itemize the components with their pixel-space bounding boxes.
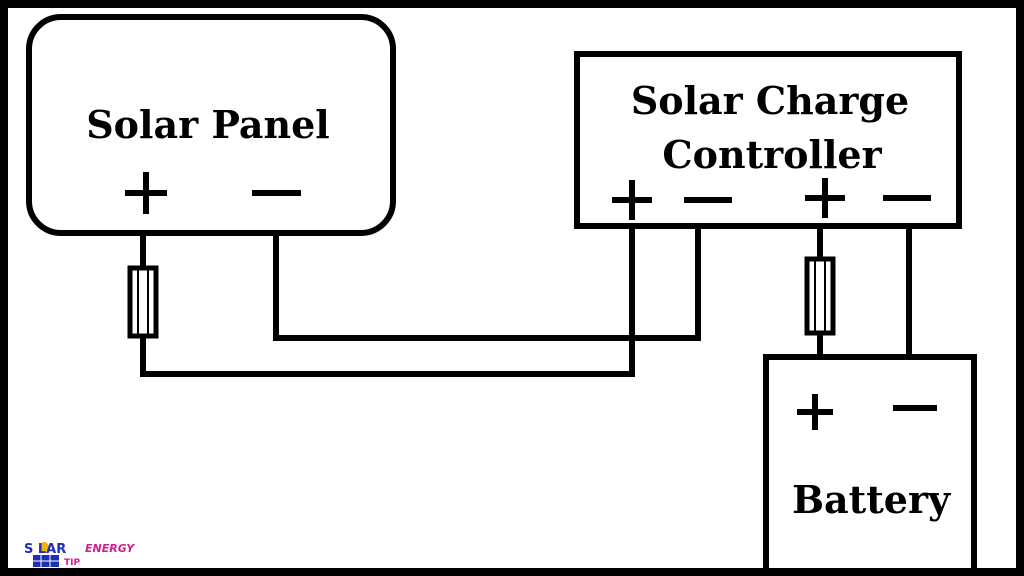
controller-battery-plus-terminal [805,178,845,218]
fuse-panel-line [127,265,159,339]
battery-plus-terminal [797,394,833,430]
sun-icon [39,542,49,552]
solar-panel-outline [26,14,396,236]
fuse-battery-line [804,256,836,336]
solar-panel-plus-terminal [125,172,167,214]
charge-controller-box: Solar Charge Controller [574,51,962,229]
battery-outline [763,354,977,574]
watermark-logo: S LAR ENERGY TIP [24,542,135,568]
wire-panel-negative [273,223,701,341]
battery-title: Battery [792,477,951,522]
charge-controller-outline [574,51,962,229]
watermark-tip: TIP [64,558,80,568]
paper-background [8,8,1016,568]
charge-controller-title-line2: Controller [662,132,882,177]
battery-box: Battery [763,354,977,574]
watermark-energy: ENERGY [85,542,135,555]
solar-panel-box: Solar Panel [26,14,396,236]
solar-panel-icon [33,555,59,567]
solar-panel-title: Solar Panel [86,102,330,147]
watermark-solar: S LAR [24,542,66,557]
controller-panel-plus-terminal [612,180,652,220]
charge-controller-title-line1: Solar Charge [631,78,909,123]
